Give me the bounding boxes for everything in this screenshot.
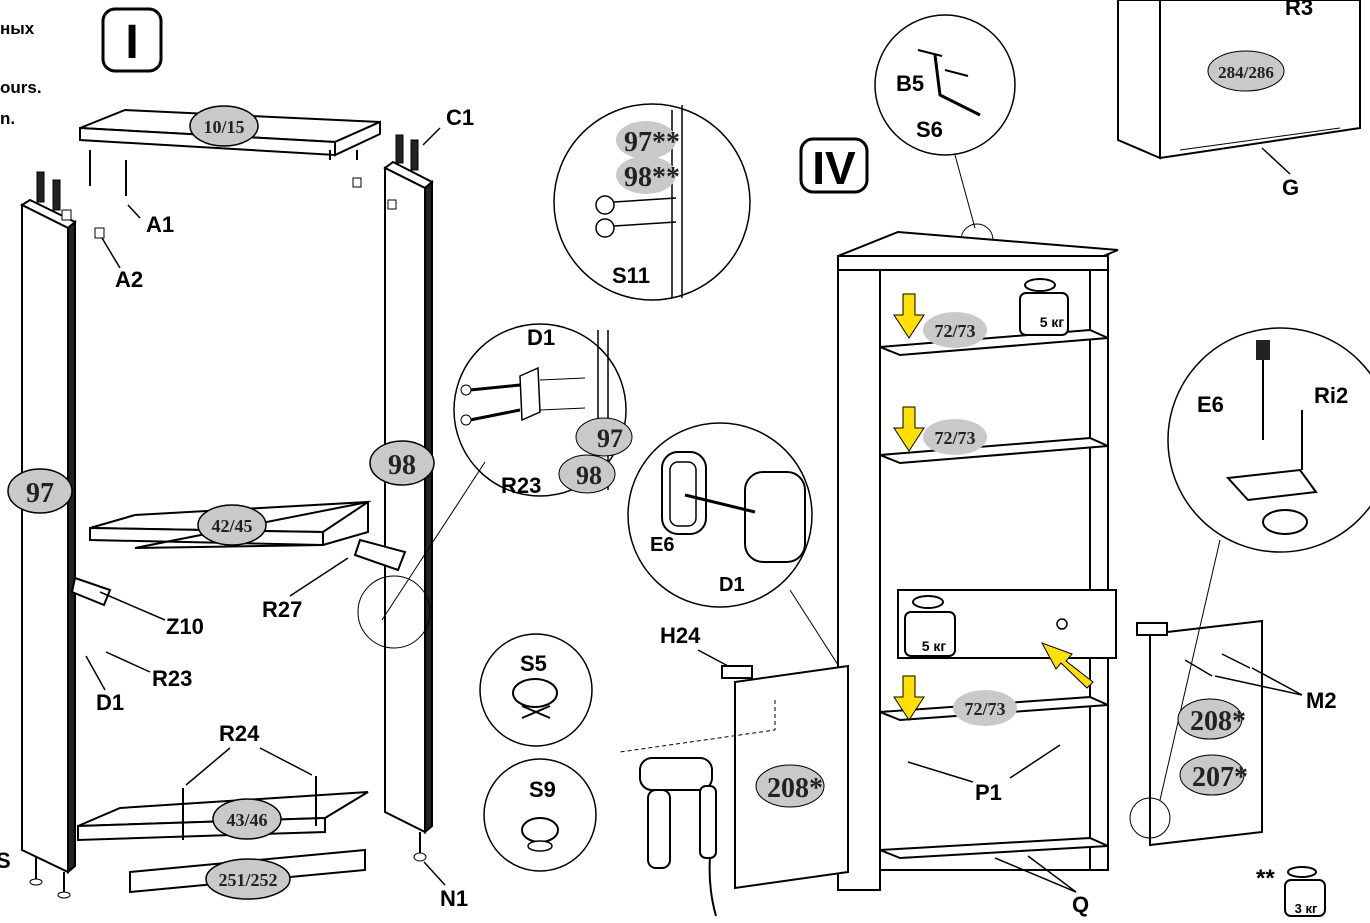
door-right-a-label-bg [1177,698,1243,740]
label-a2: A2 [115,267,143,292]
label-s6: S6 [916,117,943,142]
side-panel-label-bg [1207,50,1285,92]
zoom-98-label-bg [616,156,676,194]
door-right-a-number: 208* [1190,706,1246,737]
legend-weight-label: 3 кг [1295,901,1318,916]
zoom-98-number: 98** [624,162,680,193]
label-d1-zoom: D1 [527,325,555,350]
weight-drawer-label: 5 кг [922,638,947,654]
middle-shelf-label-bg [197,504,267,546]
label-m2: M2 [1306,688,1337,713]
door-left-label-bg [755,764,825,808]
electric-drill-icon [639,757,717,917]
label-a1: A1 [146,212,174,237]
label-p1: P1 [975,780,1002,805]
intro-text-line-2: ours. [0,78,42,97]
door-right-b-number: 207* [1192,762,1248,793]
label-n1: N1 [440,886,468,911]
hinge-97-number: 97 [597,424,623,453]
shelf1-number: 72/73 [934,321,975,341]
shelf1-label-bg [923,312,987,348]
label-s-edge: S [0,848,11,873]
label-b5: B5 [896,71,924,96]
right-panel-label-bg [369,440,435,486]
right-side-panel [352,134,434,862]
bottom-shelf-number: 43/46 [226,810,267,830]
label-r3: R3 [1285,0,1313,20]
stage-one-number: I [125,16,138,69]
plinth-label-bg [205,858,291,900]
label-r23-zoom: R23 [501,473,541,498]
intro-text-line-3: n. [0,109,15,128]
label-e6-right: E6 [1197,392,1224,417]
top-panel-number: 10/15 [203,117,244,137]
label-h24: H24 [660,623,701,648]
hinge-97-label-bg [575,417,633,457]
stage-four-number: IV [812,142,856,194]
knob-s5-circle [479,633,593,747]
hinge-98-number: 98 [576,461,602,490]
door-right [1129,539,1263,847]
knob-s9-circle [483,758,597,872]
left-panel-label-bg [7,468,73,514]
middle-shelf-number: 42/45 [211,516,252,536]
label-r23-left: R23 [152,666,192,691]
side-panel-number: 284/286 [1218,63,1274,82]
left-side-panel [19,171,105,899]
zoom-circle-s11 [553,103,751,301]
label-r27: R27 [262,597,302,622]
label-ri2: Ri2 [1314,383,1348,408]
weight-legend-icon [1284,866,1326,917]
legend-double-star: ** [1256,865,1275,892]
label-e6-zoom: E6 [650,534,674,556]
left-panel-number: 97 [26,478,54,509]
door-right-b-label-bg [1179,754,1245,796]
hinge-98-label-bg [558,454,616,494]
shelf3-label-bg [953,690,1017,726]
door-left-number: 208* [767,773,823,804]
weight-top-shelf-label: 5 кг [1040,314,1065,330]
label-s9: S9 [529,777,556,802]
label-r24: R24 [219,721,260,746]
label-s5: S5 [520,651,547,676]
zoom-circle-d1 [357,323,627,649]
yellow-arrow-shelf-3 [893,675,925,721]
label-q: Q [1072,892,1089,917]
stage-one-badge: I [101,7,163,73]
right-panel-number: 98 [388,450,416,481]
yellow-arrow-shelf-2 [893,406,925,452]
zoom-97-number: 97** [624,127,680,158]
zoom-circle-b5 [874,14,1016,257]
stage-four-badge: IV [799,137,869,194]
intro-text-line-1: ных [0,19,35,38]
label-d1-hinge: D1 [719,574,745,596]
yellow-arrow-shelf-1 [893,293,925,339]
label-s11: S11 [612,263,650,288]
label-z10: Z10 [166,614,204,639]
plinth-number: 251/252 [218,870,277,890]
top-panel-label-bg [189,105,259,147]
label-d1-left: D1 [96,690,124,715]
zoom-97-label-bg [616,121,676,159]
shelf3-number: 72/73 [964,699,1005,719]
label-g: G [1282,175,1299,200]
label-c1: C1 [446,105,474,130]
shelf2-number: 72/73 [934,428,975,448]
weight-top-shelf [1019,278,1069,336]
zoom-circle-e6 [1167,327,1370,553]
bottom-shelf-label-bg [212,798,282,840]
yellow-arrow-drawer [1040,642,1094,689]
zoom-circle-hinge [627,422,841,669]
weight-drawer [904,595,956,657]
assembled-cabinet [837,230,1119,891]
shelf2-label-bg [923,419,987,455]
